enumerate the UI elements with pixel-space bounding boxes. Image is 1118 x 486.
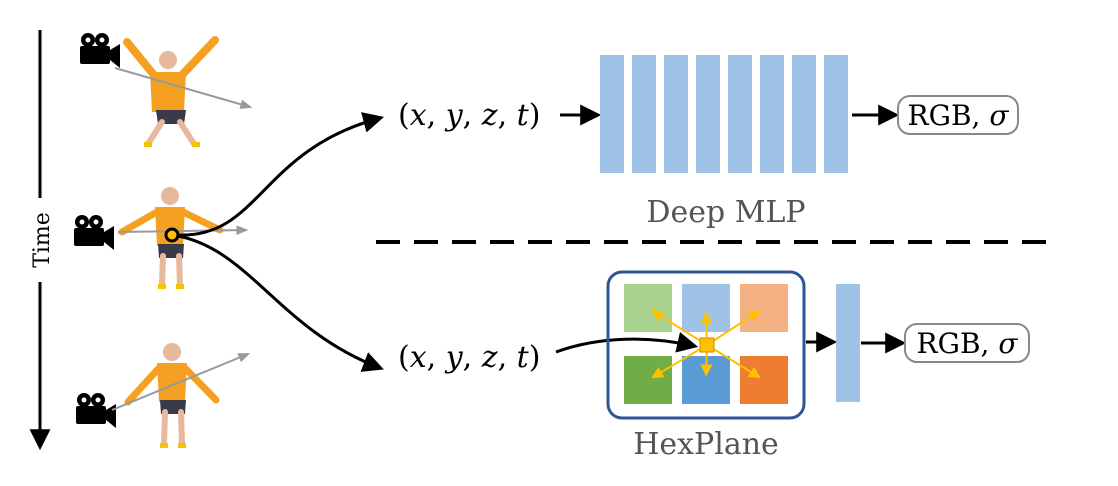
camera-ray <box>117 225 249 235</box>
output-label: RGB, σ <box>917 327 1019 360</box>
person-frame-3 <box>76 343 251 448</box>
feature-plane <box>740 284 788 332</box>
input-arrow <box>555 332 699 354</box>
mlp-layer <box>632 55 656 173</box>
mlp-layer <box>600 55 624 173</box>
model-label: Deep MLP <box>646 195 805 230</box>
output-label: RGB, σ <box>908 99 1010 132</box>
feature-plane <box>740 356 788 404</box>
camera-icon <box>76 393 116 428</box>
mlp-layer <box>696 55 720 173</box>
mlp-layer <box>728 55 752 173</box>
person-frame-1 <box>80 33 253 147</box>
person-frame-2 <box>74 187 249 289</box>
camera-icon <box>74 215 114 250</box>
mlp-layers <box>600 55 848 173</box>
person-figure <box>118 187 224 289</box>
hexplane-planes <box>624 284 788 404</box>
query-arrow-bottom <box>177 234 384 372</box>
feature-ray <box>706 309 761 346</box>
mlp-layer <box>792 55 816 173</box>
feature-plane <box>624 356 672 404</box>
query-arrow-top <box>177 112 385 237</box>
camera-ray <box>111 353 251 411</box>
feature-ray <box>651 309 708 346</box>
mlp-layer <box>664 55 688 173</box>
hexplane-sample-point <box>699 337 715 353</box>
hexplane-frame <box>606 270 806 420</box>
person-figure <box>124 343 220 448</box>
hexplane-feature-rays <box>651 309 761 379</box>
mlp-layer <box>760 55 784 173</box>
camera-ray <box>114 67 253 109</box>
top-branch: (x, y, z, t) Deep MLP RGB, σ <box>398 55 1019 230</box>
output-box <box>904 323 1030 363</box>
output-box <box>897 95 1019 135</box>
mlp-layer <box>824 55 848 173</box>
model-label: HexPlane <box>633 427 779 462</box>
input-coordinates: (x, y, z, t) <box>398 98 540 133</box>
sample-point <box>164 227 180 243</box>
camera-icon <box>80 33 120 68</box>
feature-ray <box>651 344 708 379</box>
feature-ray <box>706 344 761 379</box>
person-figure <box>123 36 219 147</box>
feature-plane <box>624 284 672 332</box>
bottom-branch: (x, y, z, t) HexPlane RGB, σ <box>398 270 1030 462</box>
time-axis: Time <box>29 30 55 451</box>
input-coordinates: (x, y, z, t) <box>398 340 540 375</box>
time-axis-label: Time <box>30 212 55 268</box>
tiny-mlp-head <box>836 284 860 402</box>
